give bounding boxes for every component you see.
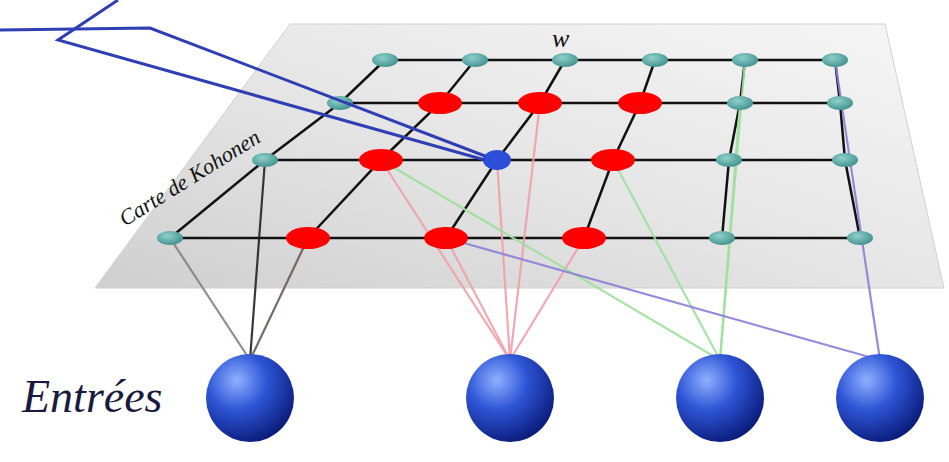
weight-link	[446, 238, 510, 360]
inputs-label: Entrées	[22, 374, 163, 420]
neighbour-neuron	[418, 92, 462, 114]
weight-link	[250, 160, 265, 360]
callout-line	[58, 0, 485, 160]
inputs	[206, 354, 924, 442]
weight-link	[613, 160, 720, 360]
neighbour-neuron	[424, 227, 468, 249]
neuron	[822, 53, 848, 67]
neighbour-neuron	[286, 227, 330, 249]
grid-line	[385, 59, 835, 62]
grid	[170, 60, 860, 238]
neuron	[642, 53, 668, 67]
weight-link	[381, 160, 510, 360]
neuron	[727, 96, 753, 110]
weight-link	[381, 160, 720, 360]
neuron	[827, 96, 853, 110]
neuron	[732, 53, 758, 67]
weight-link	[497, 160, 510, 360]
neighbour-neuron	[359, 149, 403, 171]
weight-link	[510, 103, 540, 360]
input-neuron	[466, 354, 554, 442]
neuron	[832, 153, 858, 167]
input-neuron	[836, 354, 924, 442]
neighbour-neuron	[618, 92, 662, 114]
neuron	[716, 153, 742, 167]
neuron	[157, 231, 183, 245]
map-plane	[95, 24, 944, 288]
neighbour-neuron	[518, 92, 562, 114]
neuron	[847, 231, 873, 245]
weight-symbol: w	[552, 26, 569, 52]
winner-neuron	[483, 150, 511, 170]
input-neuron	[676, 354, 764, 442]
input-links	[170, 60, 880, 360]
grid-line	[722, 60, 745, 238]
neuron	[709, 231, 735, 245]
weight-link	[510, 238, 584, 360]
neuron	[252, 153, 278, 167]
neuron	[462, 53, 488, 67]
grid-line	[265, 159, 845, 162]
grid-line	[584, 60, 655, 238]
input-neuron	[206, 354, 294, 442]
neighbour-neuron	[562, 227, 606, 249]
neuron	[552, 53, 578, 67]
grid-line	[170, 60, 385, 238]
weight-link	[446, 238, 880, 360]
neuron	[372, 53, 398, 67]
neighbour-neuron	[591, 149, 635, 171]
grid-line	[340, 102, 840, 105]
weight-link	[170, 238, 250, 360]
neurons	[157, 53, 873, 249]
